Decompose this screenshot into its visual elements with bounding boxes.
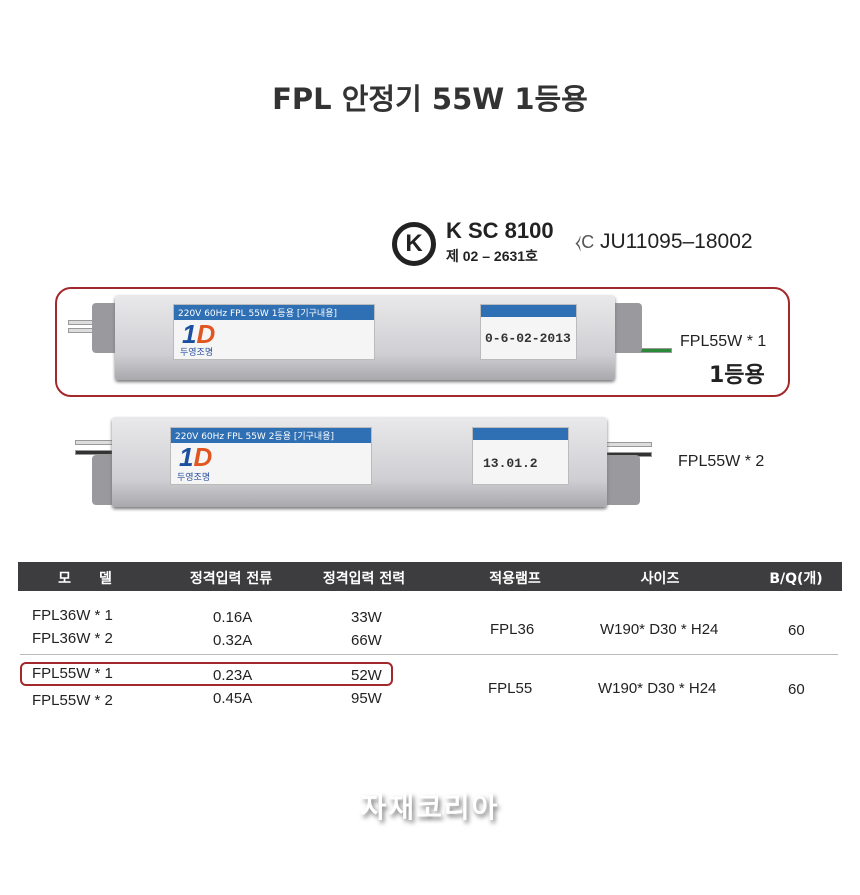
cell-model: FPL36W * 2 [32, 630, 113, 647]
watermark-logo: 자재코리아 [360, 791, 500, 824]
date-label: 13.01.2 [472, 427, 569, 485]
cell-lamp: FPL36 [490, 621, 535, 638]
cell-power: 52W [351, 667, 382, 684]
header-model: 모 델 [58, 571, 112, 587]
ballast-label: 220V 60Hz FPL 55W 1등용 [기구내용] 1D 두영조명 [173, 304, 375, 360]
ballast-label: 220V 60Hz FPL 55W 2등용 [기구내용] 1D 두영조명 [170, 427, 372, 485]
header-power: 정격입력 전력 [322, 571, 406, 587]
ks-code: K SC 8100 [446, 218, 554, 243]
page-title: FPL 안정기 55W 1등용 [272, 82, 588, 116]
ks-number: 제 02 – 2631호 [446, 248, 538, 264]
brand-name: 두영조명 [177, 473, 211, 483]
cell-lamp: FPL55 [488, 680, 533, 697]
cell-current: 0.45A [213, 690, 253, 707]
brand-logo: 1D [179, 442, 213, 472]
cell-model: FPL36W * 1 [32, 607, 113, 624]
cell-bq: 60 [788, 622, 805, 639]
manufacture-date: 0-6-02-2013 [485, 331, 571, 346]
cell-power: 95W [351, 690, 382, 707]
product-side-label: FPL55W * 2 [678, 453, 765, 470]
ballast-image-1: 220V 60Hz FPL 55W 1등용 [기구내용] 1D 두영조명 0-6… [115, 295, 615, 380]
date-label: 0-6-02-2013 [480, 304, 577, 360]
row-divider [20, 654, 838, 655]
manufacture-date: 13.01.2 [483, 456, 538, 471]
header-lamp: 적용램프 [489, 571, 541, 587]
ks-logo-icon: K [392, 222, 436, 266]
cell-size: W190* D30 * H24 [600, 621, 719, 638]
cell-model: FPL55W * 2 [32, 692, 113, 709]
kc-code: JU11095–18002 [600, 230, 753, 253]
brand-name: 두영조명 [180, 348, 214, 358]
header-bq: B/Q(개) [769, 571, 823, 587]
highlight-row-box [20, 662, 393, 686]
label-heading: 220V 60Hz FPL 55W 1등용 [기구내용] [174, 305, 374, 320]
label-heading: 220V 60Hz FPL 55W 2등용 [기구내용] [171, 428, 371, 443]
product-side-label: FPL55W * 1 [680, 333, 767, 350]
cell-current: 0.32A [213, 632, 253, 649]
cell-power: 33W [351, 609, 382, 626]
cell-current: 0.16A [213, 609, 253, 626]
cell-size: W190* D30 * H24 [598, 680, 717, 697]
ballast-image-2: 220V 60Hz FPL 55W 2등용 [기구내용] 1D 두영조명 13.… [112, 417, 607, 507]
header-size: 사이즈 [640, 571, 680, 587]
cell-power: 66W [351, 632, 382, 649]
highlight-box-1-lamp [55, 287, 790, 397]
cell-current: 0.23A [213, 667, 253, 684]
cell-model: FPL55W * 1 [32, 665, 113, 682]
header-current: 정격입력 전류 [189, 571, 273, 587]
cell-bq: 60 [788, 681, 805, 698]
spec-table-header: 모 델 정격입력 전류 정격입력 전력 적용램프 사이즈 B/Q(개) [18, 562, 842, 591]
brand-logo: 1D [182, 319, 216, 349]
kc-mark-icon: ⧼C [575, 232, 595, 252]
product-type-label: 1등용 [709, 363, 765, 388]
